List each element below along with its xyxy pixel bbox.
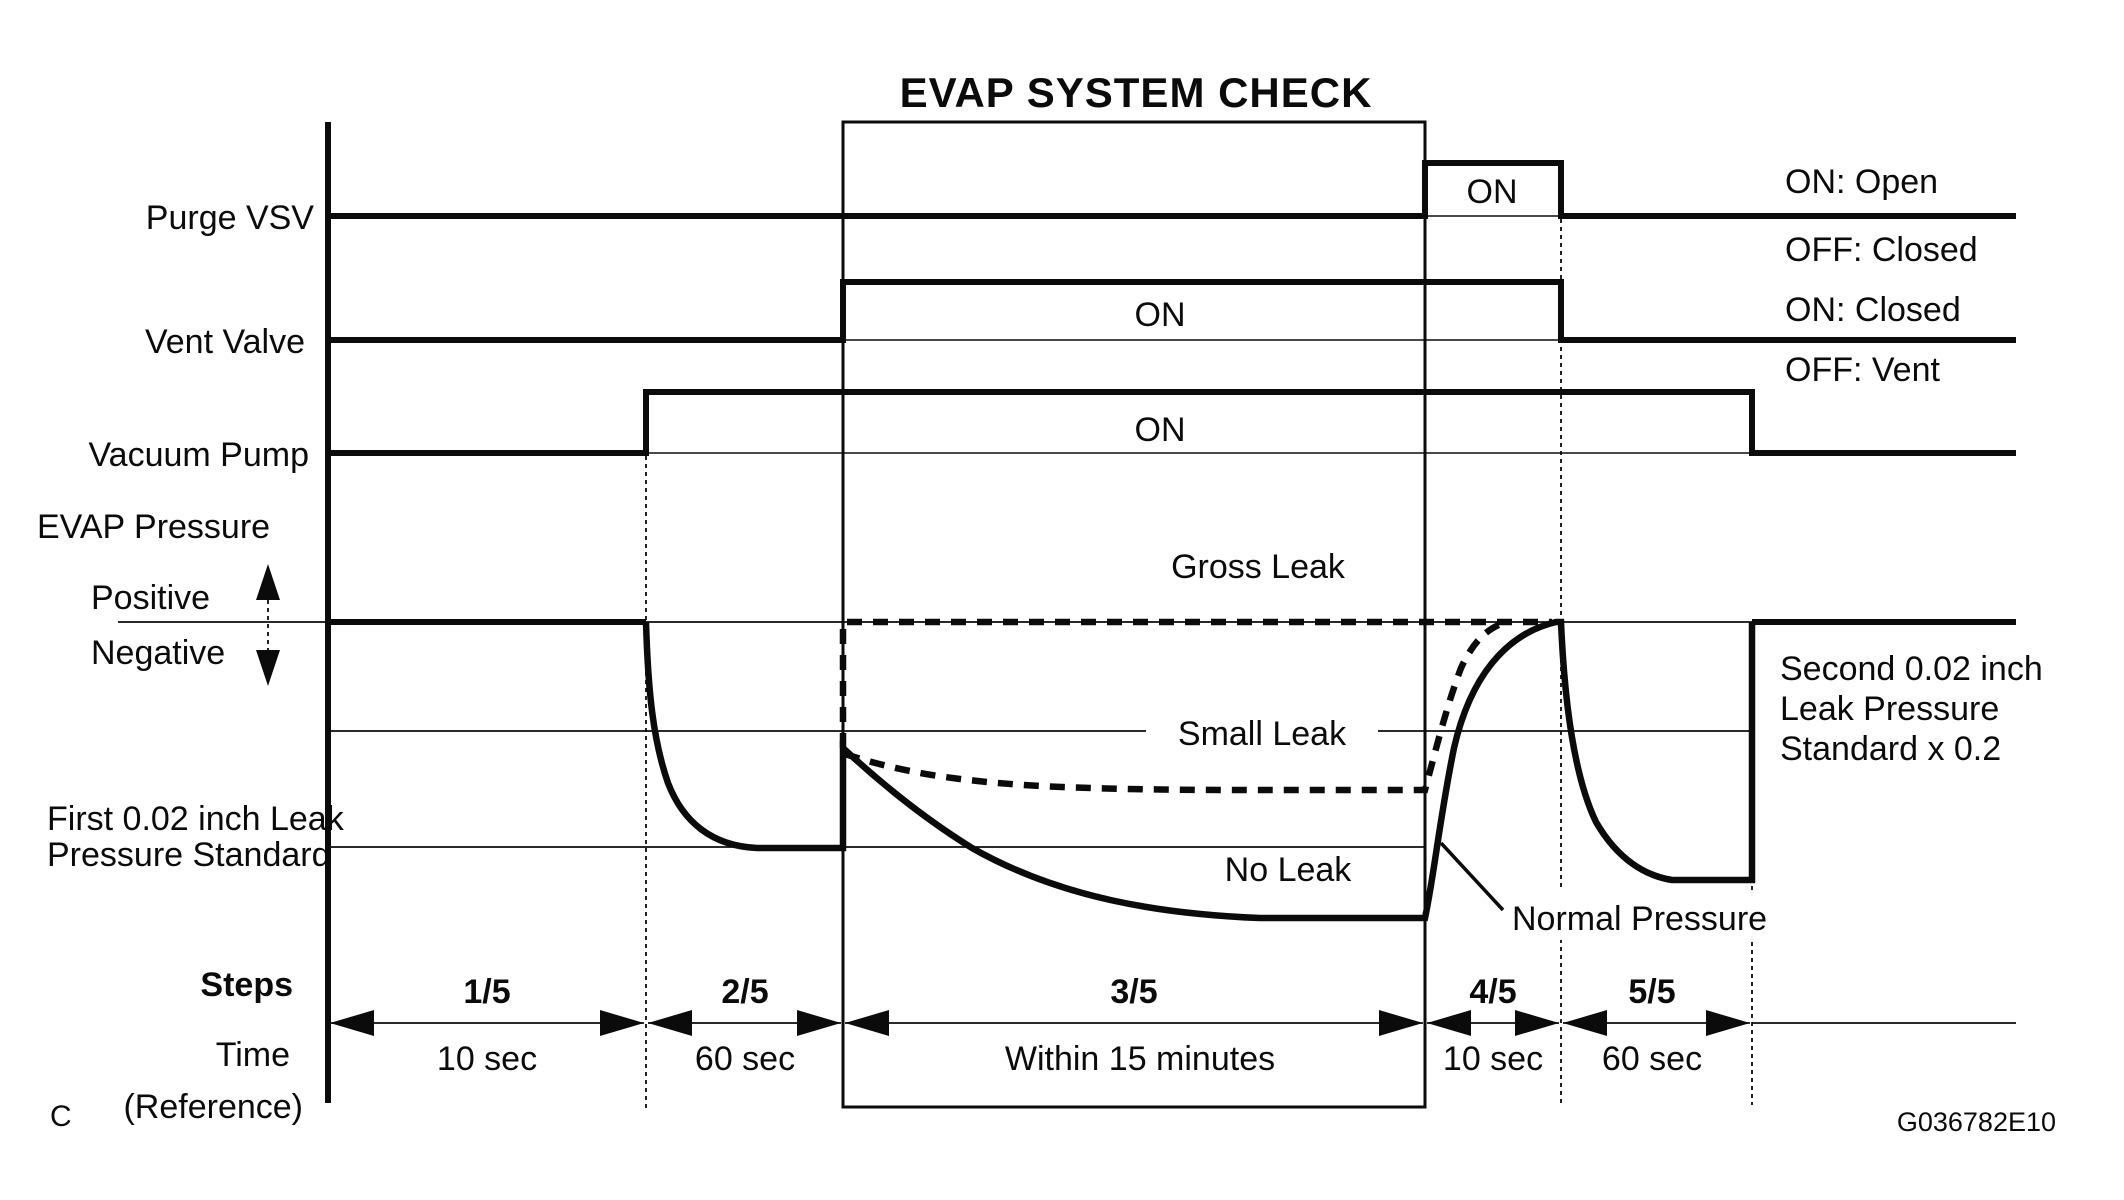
- step-boundary-lines: [645, 120, 1753, 1109]
- time-label-4: 10 sec: [1443, 1040, 1543, 1078]
- second-standard-label-line3: Standard x 0.2: [1780, 730, 2001, 768]
- no-leak-solid-curve: [642, 618, 1756, 922]
- vent-valve-label: Vent Valve: [145, 323, 305, 361]
- time-label-1: 10 sec: [437, 1040, 537, 1078]
- first-standard-label-line2: Pressure Standard: [47, 836, 331, 874]
- arrowhead-right-icon: [1515, 1010, 1559, 1036]
- purge-vsv-trace: [328, 160, 2016, 219]
- figure-code: G036782E10: [1897, 1107, 2056, 1137]
- vent-legend-off: OFF: Vent: [1785, 351, 1940, 389]
- arrowhead-left-icon: [845, 1010, 889, 1036]
- step3-column-box: [841, 120, 1427, 1109]
- pressure-reference-lines: [118, 621, 1752, 848]
- arrow-up-icon: [256, 564, 280, 600]
- steps-row-label: Steps: [200, 966, 293, 1004]
- step-label-3: 3/5: [1110, 973, 1157, 1011]
- step-label-5: 5/5: [1628, 973, 1675, 1011]
- positive-label: Positive: [91, 579, 210, 617]
- arrowhead-right-icon: [797, 1010, 841, 1036]
- arrowhead-left-icon: [648, 1010, 692, 1036]
- second-standard-label-line1: Second 0.02 inch: [1780, 650, 2043, 688]
- vacuum-pump-trace: [328, 389, 2016, 456]
- time-label-2: 60 sec: [695, 1040, 795, 1078]
- vacuum-on-label: ON: [1135, 411, 1186, 449]
- arrowhead-left-icon: [1563, 1010, 1607, 1036]
- arrowhead-right-icon: [1379, 1010, 1423, 1036]
- time-label-5: 60 sec: [1602, 1040, 1702, 1078]
- arrowhead-left-icon: [330, 1010, 374, 1036]
- vent-valve-trace: [328, 279, 2016, 343]
- normal-pressure-label-mask: [1506, 890, 1828, 940]
- vacuum-pump-label: Vacuum Pump: [89, 436, 309, 474]
- arrowhead-right-icon: [1706, 1010, 1750, 1036]
- small-leak-dashed-curve: [843, 618, 1508, 794]
- small-leak-label: Small Leak: [1178, 715, 1347, 753]
- gross-leak-dashed-curve: [839, 618, 1552, 748]
- gross-leak-label: Gross Leak: [1171, 548, 1346, 586]
- negative-label: Negative: [91, 634, 225, 672]
- arrow-down-icon: [256, 650, 280, 686]
- step-label-4: 4/5: [1469, 973, 1516, 1011]
- positive-negative-arrow: [256, 564, 280, 686]
- signal-traces: [328, 160, 2016, 456]
- second-standard-label-line2: Leak Pressure: [1780, 690, 1999, 728]
- normal-pressure-leader-line: [1439, 841, 1505, 912]
- purge-legend-off: OFF: Closed: [1785, 231, 1978, 269]
- evap-pressure-label: EVAP Pressure: [37, 508, 270, 546]
- arrowhead-right-icon: [600, 1010, 644, 1036]
- purge-legend-on: ON: Open: [1785, 163, 1938, 201]
- time-label-3: Within 15 minutes: [1005, 1040, 1275, 1078]
- pressure-curves: [328, 618, 2016, 922]
- vent-on-label: ON: [1135, 296, 1186, 334]
- step-label-2: 2/5: [721, 973, 768, 1011]
- step-label-1: 1/5: [463, 973, 510, 1011]
- arrowhead-left-icon: [1427, 1010, 1471, 1036]
- normal-pressure-label: Normal Pressure: [1512, 900, 1767, 938]
- purge-on-label: ON: [1467, 173, 1518, 211]
- reference-row-label: (Reference): [123, 1088, 303, 1126]
- no-leak-label: No Leak: [1225, 851, 1353, 889]
- vent-legend-on: ON: Closed: [1785, 291, 1961, 329]
- page-marker: C: [50, 1100, 72, 1133]
- step-dimension-arrows: [330, 1010, 2016, 1036]
- small-leak-label-mask: [1146, 704, 1378, 758]
- purge-vsv-label: Purge VSV: [146, 199, 315, 237]
- page-title: EVAP SYSTEM CHECK: [900, 69, 1373, 116]
- first-standard-label-line1: First 0.02 inch Leak: [47, 800, 345, 838]
- time-row-label: Time: [216, 1036, 290, 1074]
